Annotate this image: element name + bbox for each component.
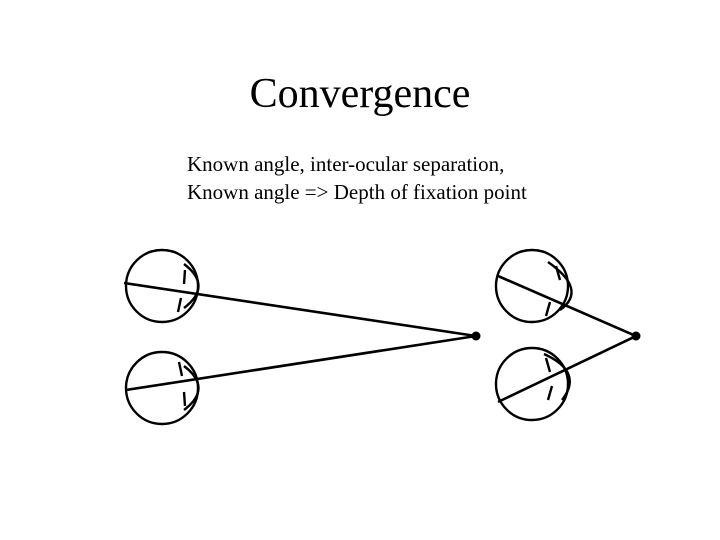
far-fixation-panel (123, 248, 481, 426)
lower-line-of-sight (497, 334, 637, 404)
near-fixation-point (631, 331, 641, 341)
far-fixation-point (471, 331, 481, 341)
iris-mark-top (182, 269, 187, 285)
upper-line-of-sight (123, 281, 477, 338)
iris-mark-bottom (546, 385, 554, 401)
left-lower-eye (124, 350, 200, 426)
caption-line-2: Known angle => Depth of fixation point (187, 180, 527, 204)
right-lower-eye (494, 346, 571, 422)
eyeball (494, 248, 570, 324)
slide-title: Convergence (249, 71, 471, 117)
iris-mark-bottom (182, 391, 187, 407)
lens-bulge (543, 352, 571, 401)
iris-mark-top (554, 265, 562, 281)
lower-line-of-sight (125, 334, 477, 392)
caption-line-1: Known angle, inter-ocular separation, (187, 152, 505, 176)
iris-mark-top (177, 361, 184, 377)
lens-bulge (183, 365, 200, 411)
right-upper-eye (494, 248, 573, 324)
iris-mark-bottom (544, 301, 552, 317)
upper-line-of-sight (497, 274, 637, 338)
lens-bulge (183, 263, 200, 309)
iris-mark-bottom (176, 297, 183, 313)
near-fixation-panel (494, 248, 641, 422)
eyeball (494, 346, 570, 422)
iris-mark-top (544, 357, 552, 373)
caption: Known angle, inter-ocular separation, Kn… (187, 150, 527, 206)
left-upper-eye (124, 248, 200, 324)
